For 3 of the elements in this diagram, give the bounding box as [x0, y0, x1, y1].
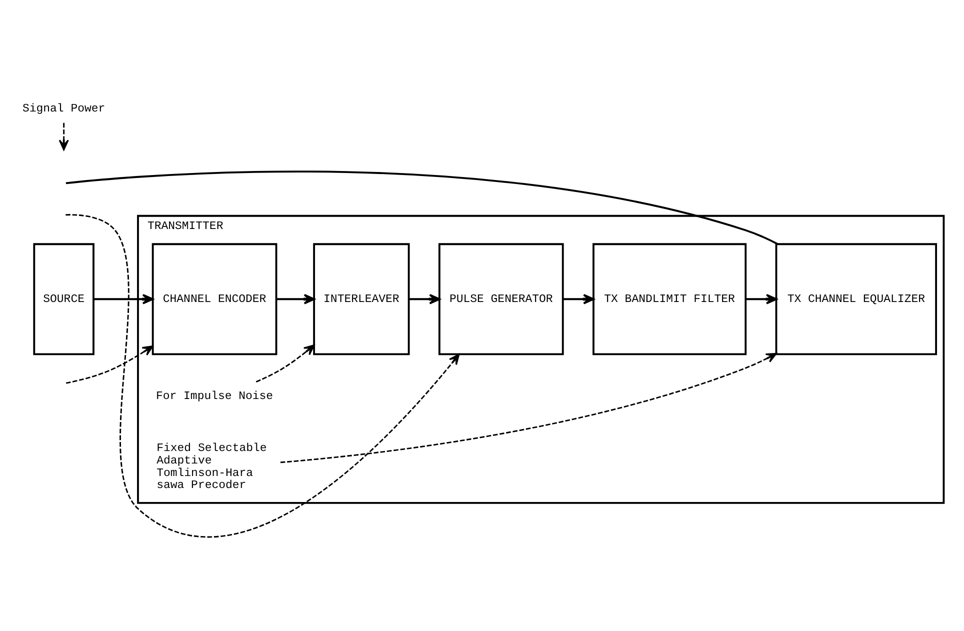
- node-text: Fixed Selectable Adaptive Tomlinson-Hara sawa Precoder: [156, 441, 267, 492]
- node-text: For Impulse Noise: [156, 389, 274, 402]
- node-text: Signal Power: [22, 102, 106, 116]
